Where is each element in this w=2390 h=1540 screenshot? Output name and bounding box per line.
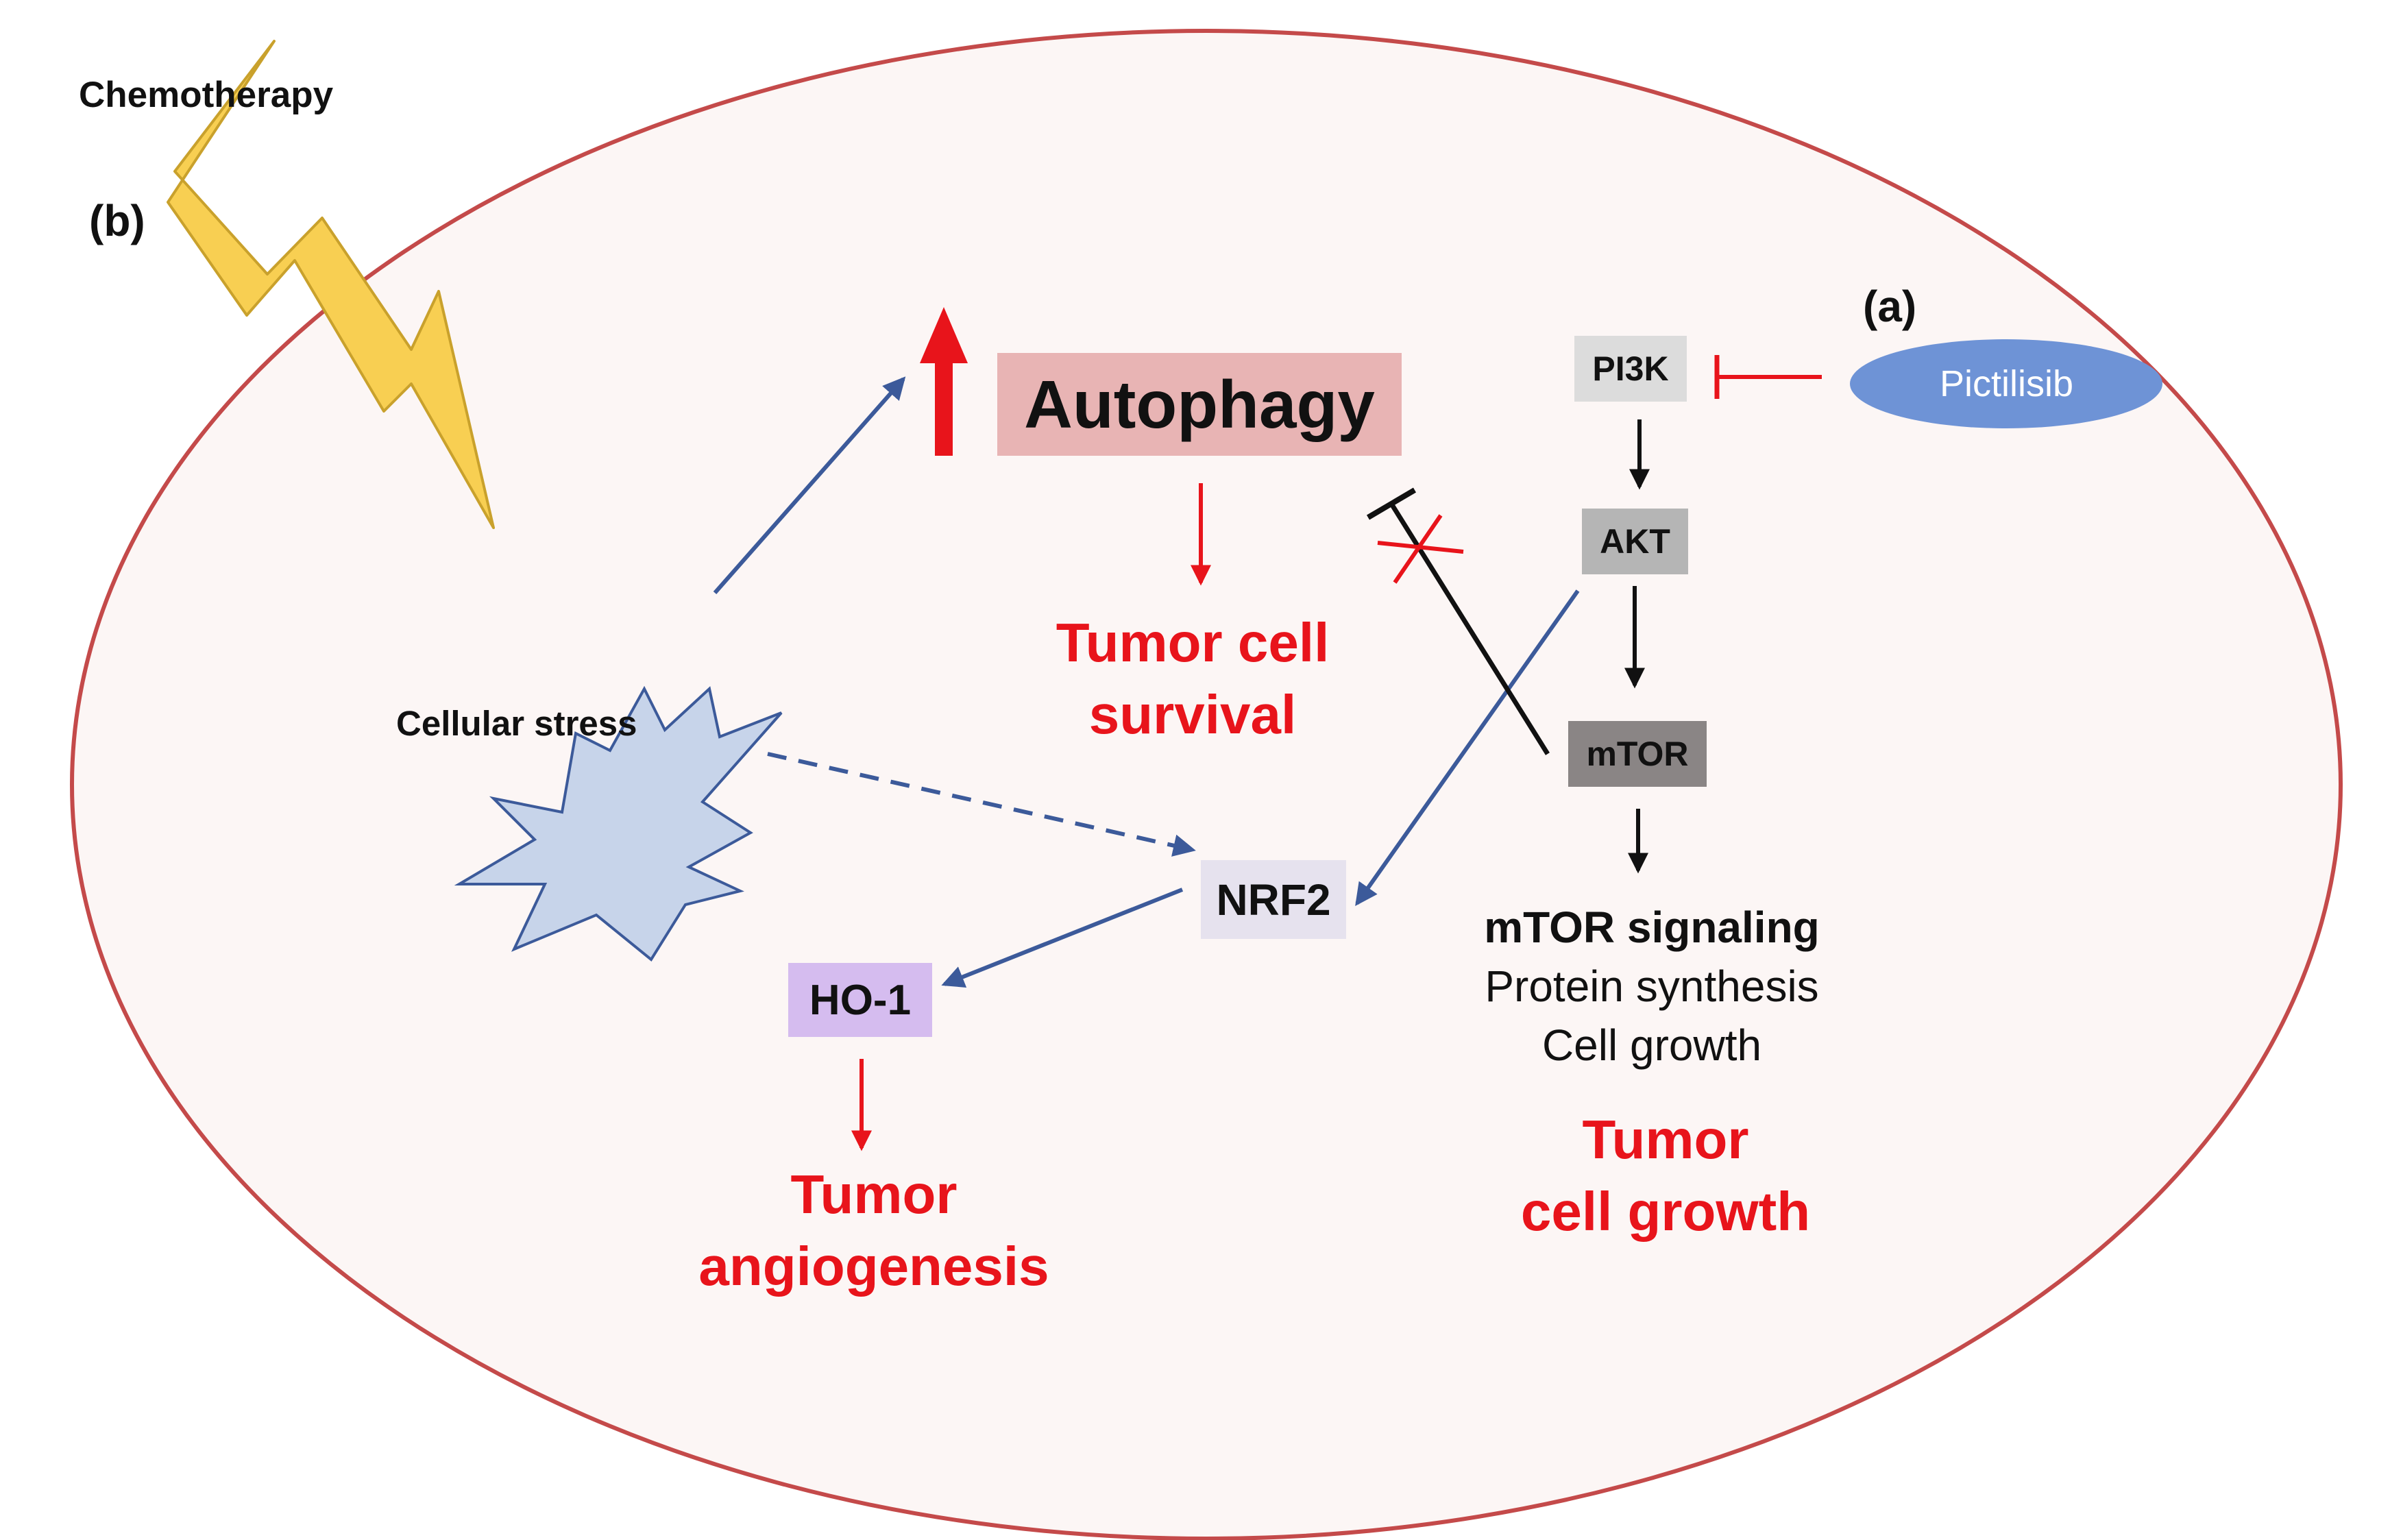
outcome-tumor-angiogenesis: Tumor angiogenesis <box>658 1158 1090 1302</box>
outcome-tumor-cell-growth: Tumor cell growth <box>1474 1103 1857 1247</box>
arrow-akt-to-nrf2 <box>1355 589 1580 907</box>
increase-arrowhead-icon <box>920 307 968 363</box>
pictilisib-ellipse <box>1850 339 2162 428</box>
outcome-growth-line1: Tumor <box>1582 1109 1749 1170</box>
akt-label: AKT <box>1600 522 1670 561</box>
label-cellular-stress: Cellular stress <box>396 704 637 743</box>
mtor-signaling-protein-synthesis: Protein synthesis <box>1485 962 1819 1011</box>
mtor-signaling-cell-growth: Cell growth <box>1541 1020 1762 1070</box>
arrow-stress-to-nrf2 <box>767 752 1196 857</box>
outcome-survival-line1: Tumor cell <box>1056 612 1330 673</box>
block-cross-icon-2 <box>1393 514 1443 584</box>
mtor-signaling-block: mTOR signaling Protein synthesis Cell gr… <box>1412 898 1892 1075</box>
pi3k-label: PI3K <box>1592 350 1669 388</box>
ho1-box: HO-1 <box>788 963 932 1037</box>
autophagy-label: Autophagy <box>1024 366 1375 442</box>
nrf2-box: NRF2 <box>1201 860 1346 939</box>
outcome-survival-line2: survival <box>1088 684 1297 745</box>
mtor-box: mTOR <box>1568 721 1707 787</box>
mtor-label: mTOR <box>1586 735 1689 773</box>
outcome-angiogenesis-line1: Tumor <box>790 1164 958 1225</box>
inhibition-bar <box>1366 487 1417 520</box>
ho1-label: HO-1 <box>809 976 912 1024</box>
pi3k-box: PI3K <box>1574 336 1687 402</box>
panel-label-a: (a) <box>1863 282 1917 331</box>
pictilisib-label: Pictilisib <box>1939 363 2074 404</box>
cell-membrane <box>70 29 2343 1540</box>
panel-label-b: (b) <box>89 196 145 245</box>
akt-box: AKT <box>1582 509 1688 574</box>
outcome-angiogenesis-line2: angiogenesis <box>698 1236 1049 1297</box>
lightning-bolt-icon <box>167 40 495 529</box>
autophagy-box: Autophagy <box>997 353 1402 456</box>
outcome-growth-line2: cell growth <box>1520 1181 1811 1242</box>
arrow-nrf2-to-ho1 <box>941 888 1184 988</box>
label-chemotherapy: Chemotherapy <box>79 75 334 115</box>
cellular-stress-star-icon <box>454 685 783 962</box>
mtor-signaling-title: mTOR signaling <box>1484 903 1820 952</box>
outcome-tumor-cell-survival: Tumor cell survival <box>1001 607 1385 750</box>
nrf2-label: NRF2 <box>1216 875 1331 925</box>
arrow-stress-to-autophagy <box>713 376 906 594</box>
